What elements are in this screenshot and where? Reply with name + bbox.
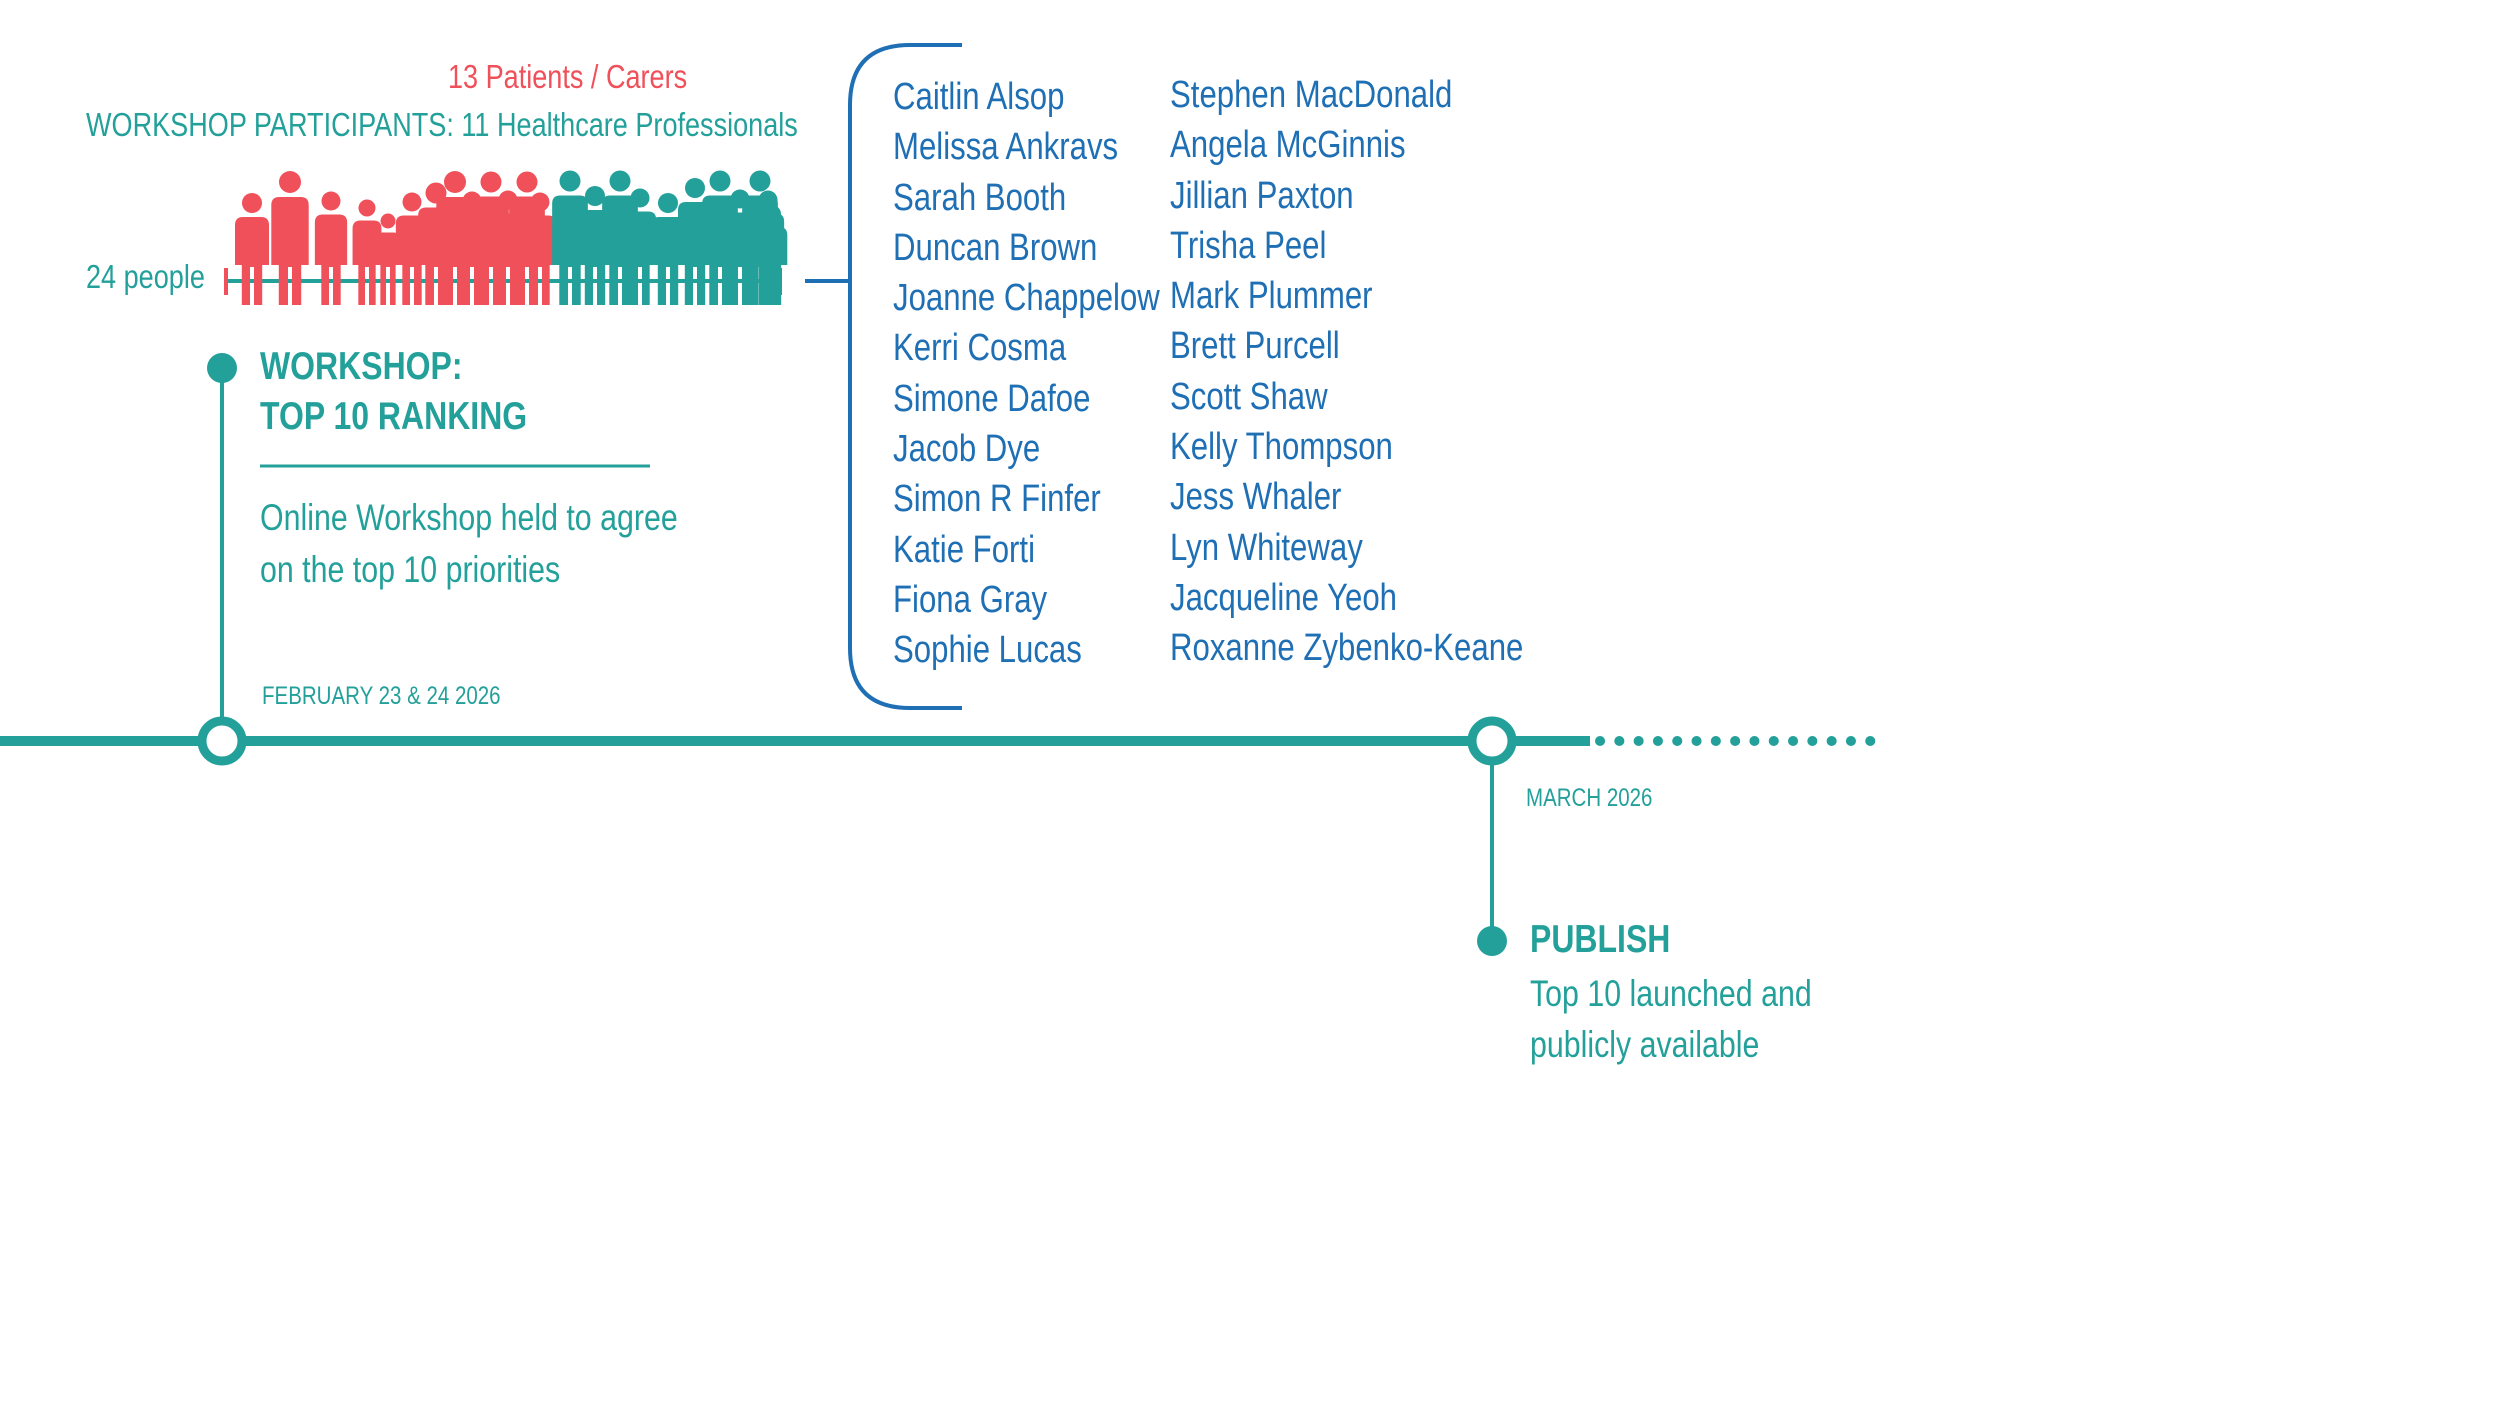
name-item: Kerri Cosma bbox=[893, 327, 1067, 370]
name-item: Angela McGinnis bbox=[1170, 124, 1406, 167]
name-item: Caitlin Alsop bbox=[893, 76, 1065, 118]
name-item: Roxanne Zybenko-Keane bbox=[1170, 627, 1524, 670]
name-item: Sarah Booth bbox=[893, 176, 1067, 219]
publish-milestone-marker bbox=[1467, 716, 1517, 766]
names-column-1: Caitlin Alsop Melissa Ankravs Sarah Boot… bbox=[893, 72, 1160, 676]
workshop-description: Online Workshop held to agree on the top… bbox=[260, 492, 678, 596]
name-item: Lyn Whiteway bbox=[1170, 526, 1363, 569]
name-item: Joanne Chappelow bbox=[893, 277, 1160, 320]
name-item: Brett Purcell bbox=[1170, 325, 1340, 368]
person-icon bbox=[756, 205, 788, 305]
workshop-heading-line2: TOP 10 RANKING bbox=[260, 395, 528, 438]
person-icon bbox=[235, 193, 269, 305]
name-item: Kelly Thompson bbox=[1170, 426, 1393, 469]
person-icon bbox=[651, 193, 685, 305]
name-item: Jacqueline Yeoh bbox=[1170, 576, 1397, 619]
name-item: Jillian Paxton bbox=[1170, 174, 1354, 217]
name-item: Fiona Gray bbox=[893, 578, 1048, 621]
workshop-milestone-marker bbox=[197, 716, 247, 766]
person-icon bbox=[271, 171, 309, 305]
name-item: Melissa Ankravs bbox=[893, 126, 1119, 169]
workshop-desc-line1: Online Workshop held to agree bbox=[260, 497, 678, 538]
name-item: Duncan Brown bbox=[893, 226, 1098, 269]
names-bracket bbox=[848, 43, 962, 710]
name-item: Jess Whaler bbox=[1170, 476, 1342, 519]
workshop-heading: WORKSHOP: TOP 10 RANKING bbox=[260, 342, 527, 442]
workshop-participants-label: WORKSHOP PARTICIPANTS: 11 Healthcare Pro… bbox=[86, 106, 798, 143]
workshop-date: FEBRUARY 23 & 24 2026 bbox=[262, 682, 501, 710]
name-item: Stephen MacDonald bbox=[1170, 74, 1453, 116]
name-item: Sophie Lucas bbox=[893, 629, 1082, 672]
workshop-top-dot bbox=[207, 353, 237, 383]
name-item: Katie Forti bbox=[893, 528, 1036, 571]
publish-desc-line1: Top 10 launched and bbox=[1530, 973, 1812, 1014]
person-icon bbox=[352, 199, 382, 305]
publish-heading: PUBLISH bbox=[1530, 918, 1671, 961]
name-item: Simone Dafoe bbox=[893, 377, 1091, 420]
person-icon bbox=[523, 192, 557, 305]
publish-description: Top 10 launched and publicly available bbox=[1530, 968, 1812, 1070]
name-item: Jacob Dye bbox=[893, 428, 1041, 471]
people-icons bbox=[235, 170, 788, 305]
publish-bottom-dot bbox=[1477, 926, 1507, 956]
person-icon bbox=[314, 191, 348, 305]
workshop-desc-line2: on the top 10 priorities bbox=[260, 549, 561, 590]
people-count-label: 24 people bbox=[86, 258, 205, 295]
publish-desc-line2: publicly available bbox=[1530, 1024, 1760, 1065]
patients-carers-label: 13 Patients / Carers bbox=[448, 58, 688, 95]
name-item: Mark Plummer bbox=[1170, 275, 1373, 318]
names-column-2: Stephen MacDonald Angela McGinnis Jillia… bbox=[1170, 70, 1523, 674]
name-item: Trisha Peel bbox=[1170, 224, 1327, 267]
name-item: Scott Shaw bbox=[1170, 375, 1328, 418]
name-item: Simon R Finfer bbox=[893, 478, 1101, 521]
workshop-heading-line1: WORKSHOP: bbox=[260, 345, 463, 388]
person-icon bbox=[623, 188, 657, 305]
person-icon bbox=[375, 213, 401, 305]
publish-date: MARCH 2026 bbox=[1526, 784, 1653, 812]
